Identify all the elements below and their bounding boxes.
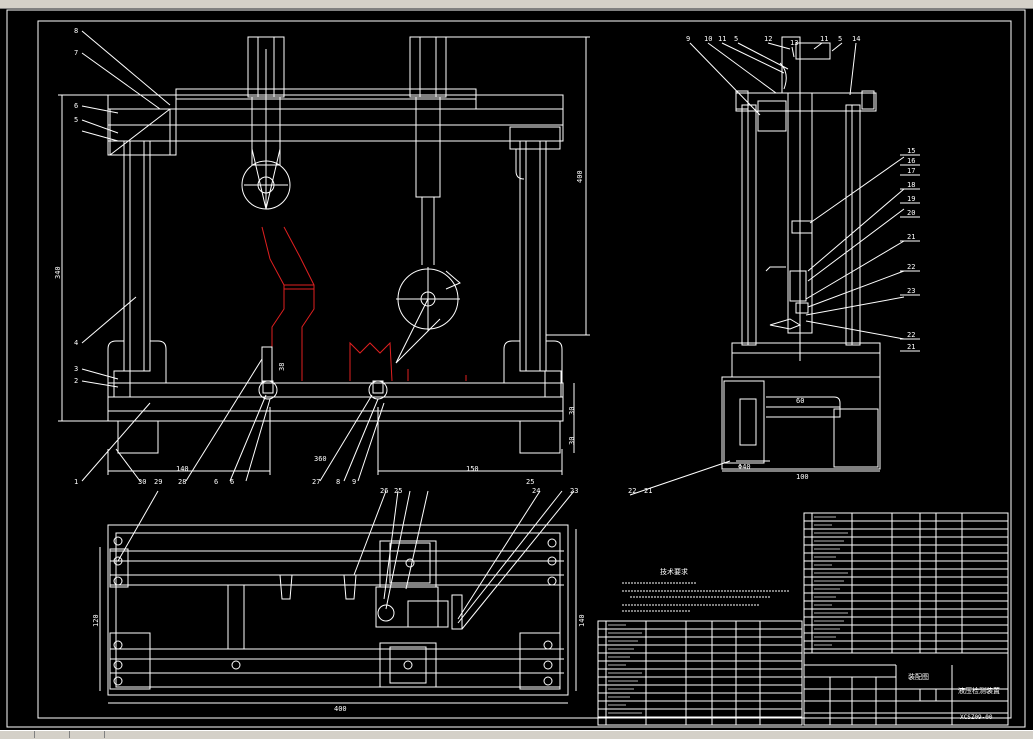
svg-text:14: 14 [852, 35, 860, 43]
svg-text:25: 25 [526, 478, 534, 486]
svg-text:30: 30 [568, 407, 576, 415]
svg-text:140: 140 [578, 614, 586, 627]
svg-text:22: 22 [907, 331, 915, 339]
sheet-inner-border [37, 20, 1012, 719]
svg-text:20: 20 [907, 209, 915, 217]
drawing-canvas[interactable]: 8 7 6 5 4 3 2 1 30 29 28 6 6 27 8 9 25 4… [0, 9, 1033, 730]
svg-text:28: 28 [178, 478, 186, 486]
sheet-tab[interactable] [70, 731, 105, 738]
svg-text:17: 17 [907, 167, 915, 175]
svg-text:6: 6 [74, 102, 78, 110]
svg-text:24: 24 [532, 487, 540, 495]
side-view-dimensions: 60 100 Φ40 [738, 397, 809, 481]
front-view-dimensions: 400 340 140 360 150 30 30 38 [54, 170, 584, 473]
sheet-tabs-bar [0, 730, 1033, 739]
application-menu-bar[interactable] [0, 0, 1033, 9]
tech-requirements-heading: 技术要求 [660, 567, 688, 576]
parts-list-left [597, 620, 803, 726]
sheet-outer-border [6, 9, 1026, 728]
svg-text:26: 26 [380, 487, 388, 495]
svg-text:100: 100 [796, 473, 809, 481]
svg-text:9: 9 [352, 478, 356, 486]
svg-text:150: 150 [466, 465, 479, 473]
svg-text:4: 4 [74, 339, 78, 347]
svg-text:30: 30 [138, 478, 146, 486]
svg-text:7: 7 [74, 49, 78, 57]
product-name: 液压检测装置 [958, 686, 1000, 695]
svg-text:6: 6 [230, 478, 234, 486]
svg-text:400: 400 [334, 705, 347, 713]
svg-text:140: 140 [176, 465, 189, 473]
svg-text:19: 19 [907, 195, 915, 203]
svg-text:13: 13 [790, 39, 798, 47]
svg-text:1: 1 [74, 478, 78, 486]
svg-text:9: 9 [686, 35, 690, 43]
svg-text:27: 27 [312, 478, 320, 486]
cad-drawing: 8 7 6 5 4 3 2 1 30 29 28 6 6 27 8 9 25 4… [6, 9, 1026, 728]
svg-text:400: 400 [576, 170, 584, 183]
svg-text:2: 2 [74, 377, 78, 385]
svg-text:30: 30 [568, 437, 576, 445]
technical-requirements: 技术要求 [622, 567, 790, 612]
svg-text:21: 21 [907, 343, 915, 351]
top-view-balloons: 26 25 24 23 [380, 487, 578, 495]
svg-text:5: 5 [734, 35, 738, 43]
svg-text:22: 22 [907, 263, 915, 271]
svg-text:3: 3 [74, 365, 78, 373]
svg-text:38: 38 [278, 363, 286, 371]
svg-text:6: 6 [214, 478, 218, 486]
svg-text:5: 5 [74, 116, 78, 124]
svg-text:360: 360 [314, 455, 327, 463]
svg-text:22: 22 [628, 487, 636, 495]
svg-text:12: 12 [764, 35, 772, 43]
svg-text:60: 60 [796, 397, 804, 405]
svg-text:23: 23 [570, 487, 578, 495]
svg-text:21: 21 [644, 487, 652, 495]
svg-text:18: 18 [907, 181, 915, 189]
svg-text:21: 21 [907, 233, 915, 241]
front-view [58, 30, 590, 482]
side-view-balloons: 9 10 11 5 12 13 11 5 14 15 16 17 18 19 2… [628, 35, 915, 495]
front-view-balloons: 8 7 6 5 4 3 2 1 30 29 28 6 6 27 8 9 25 [74, 27, 534, 486]
title-block: 装配图 液压检测装置 XCSZ09-00 [803, 652, 1009, 726]
svg-text:10: 10 [704, 35, 712, 43]
svg-text:15: 15 [907, 147, 915, 155]
svg-text:340: 340 [54, 266, 62, 279]
svg-text:5: 5 [838, 35, 842, 43]
sheet-tab[interactable] [0, 731, 35, 738]
svg-text:25: 25 [394, 487, 402, 495]
svg-text:8: 8 [336, 478, 340, 486]
drawing-name: 装配图 [908, 672, 929, 681]
side-view [629, 36, 920, 496]
top-view [99, 490, 577, 704]
svg-text:23: 23 [907, 287, 915, 295]
svg-text:16: 16 [907, 157, 915, 165]
svg-text:Φ40: Φ40 [738, 463, 751, 471]
sheet-tab[interactable] [35, 731, 70, 738]
drawing-number: XCSZ09-00 [960, 714, 993, 721]
svg-text:11: 11 [820, 35, 828, 43]
parts-list-right [803, 512, 1009, 654]
top-view-dimensions: 120 140 400 [92, 614, 586, 713]
svg-text:120: 120 [92, 614, 100, 627]
svg-text:29: 29 [154, 478, 162, 486]
svg-text:8: 8 [74, 27, 78, 35]
svg-text:11: 11 [718, 35, 726, 43]
